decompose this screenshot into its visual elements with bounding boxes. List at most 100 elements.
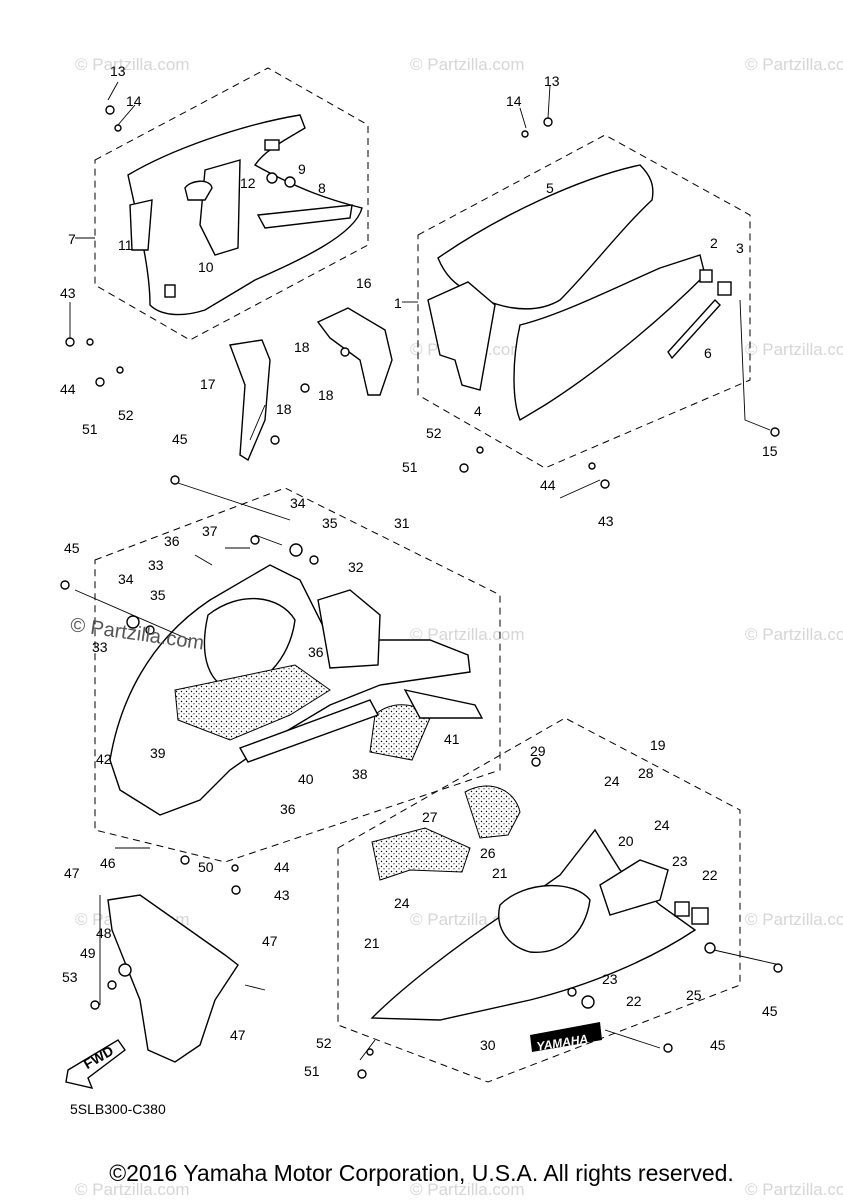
callout: 13	[110, 63, 126, 79]
callout: 26	[480, 845, 496, 861]
part-7-left-side-cowling	[127, 114, 363, 316]
callout: 46	[100, 855, 116, 871]
watermark: © Partzilla.com	[410, 55, 525, 74]
part-16-bracket	[316, 307, 393, 396]
callout: 21	[492, 865, 508, 881]
callout: 13	[544, 73, 560, 89]
callout: 44	[60, 381, 76, 397]
fasteners	[60, 105, 783, 1079]
callout: 14	[506, 93, 522, 109]
callout: 17	[200, 376, 216, 392]
callout: 45	[762, 1003, 778, 1019]
callout: 3	[736, 240, 744, 256]
callout: 14	[126, 93, 142, 109]
callout: 23	[672, 853, 688, 869]
callout: 34	[118, 571, 134, 587]
callout: 18	[294, 339, 310, 355]
callout: 37	[202, 523, 218, 539]
callout: 10	[198, 259, 214, 275]
fwd-arrow-icon: FWD	[65, 1039, 126, 1089]
callout: 15	[762, 443, 778, 459]
callout: 23	[602, 971, 618, 987]
callout: 52	[426, 425, 442, 441]
callout: 51	[82, 421, 98, 437]
watermark: © Partzilla.com	[75, 1180, 190, 1199]
callout: 43	[274, 887, 290, 903]
callout: 39	[150, 745, 166, 761]
callout: 24	[654, 817, 670, 833]
callout-labels: 13 14 13 14 9 12 8 7 11 10 5 2 3 1 16 43…	[60, 63, 778, 1079]
callout: 50	[198, 859, 214, 875]
callout: 35	[322, 515, 338, 531]
callout: 44	[540, 477, 556, 493]
part-1-right-side-cowling	[427, 164, 732, 422]
leader-lines	[69, 81, 781, 1061]
callout: 47	[64, 865, 80, 881]
group-outline-left-side-cowling	[94, 67, 369, 341]
watermark: © Partzilla.com	[410, 625, 525, 644]
callout: 31	[394, 515, 410, 531]
callout: 45	[710, 1037, 726, 1053]
callout: 49	[80, 945, 96, 961]
callout: 51	[304, 1063, 320, 1079]
callout: 35	[150, 587, 166, 603]
watermark: © Partzilla.com	[745, 1180, 843, 1199]
group-outline-under-cowling-left	[94, 487, 501, 863]
callout: 43	[598, 513, 614, 529]
callout: 4	[474, 403, 482, 419]
callout: 51	[402, 459, 418, 475]
part-30-yamaha-emblem: YAMAHA	[530, 1022, 602, 1054]
callout: 42	[96, 751, 112, 767]
callout: 30	[480, 1037, 496, 1053]
callout: 22	[702, 867, 718, 883]
callout: 36	[164, 533, 180, 549]
callout: 45	[172, 431, 188, 447]
watermark: © Partzilla.com	[745, 625, 843, 644]
callout: 47	[230, 1027, 246, 1043]
callout: 22	[626, 993, 642, 1009]
part-46-center-cover	[107, 894, 239, 1063]
part-31-under-cowling-left	[109, 564, 484, 816]
callout: 19	[650, 737, 666, 753]
part-6-decal-stripe	[667, 298, 721, 360]
callout: 18	[276, 401, 292, 417]
callout: 29	[530, 743, 546, 759]
callout: 45	[64, 540, 80, 556]
callout: 33	[92, 639, 108, 655]
callout: 32	[348, 559, 364, 575]
copyright-notice: ©2016 Yamaha Motor Corporation, U.S.A. A…	[109, 1160, 734, 1186]
callout: 41	[444, 731, 460, 747]
callout: 12	[240, 175, 256, 191]
callout: 44	[274, 859, 290, 875]
callout: 24	[394, 895, 410, 911]
callout: 21	[364, 935, 380, 951]
watermark: © Partzilla.com	[745, 340, 843, 359]
callout: 53	[62, 969, 78, 985]
callout: 48	[96, 925, 112, 941]
diagram-code: 5SLB300-C380	[70, 1101, 166, 1117]
callout: 47	[262, 933, 278, 949]
callout: 11	[118, 237, 133, 253]
callout: 52	[316, 1035, 332, 1051]
watermark: © Partzilla.com	[410, 1180, 525, 1199]
callout: 5	[546, 180, 554, 196]
callout: 9	[298, 161, 306, 177]
callout: 20	[618, 833, 634, 849]
callout: 36	[308, 644, 324, 660]
callout: 43	[60, 285, 76, 301]
watermark: © Partzilla.com	[745, 55, 843, 74]
callout: 34	[290, 495, 306, 511]
callout: 36	[280, 801, 296, 817]
watermark: © Partzilla.com	[745, 910, 843, 929]
callout: 2	[710, 235, 718, 251]
callout: 7	[68, 231, 76, 247]
callout: 33	[148, 557, 164, 573]
callout: 27	[422, 809, 438, 825]
callout: 24	[604, 773, 620, 789]
callout: 25	[686, 987, 702, 1003]
callout: 40	[298, 771, 314, 787]
callout: 16	[356, 275, 372, 291]
callout: 18	[318, 387, 334, 403]
callout: 52	[118, 407, 134, 423]
